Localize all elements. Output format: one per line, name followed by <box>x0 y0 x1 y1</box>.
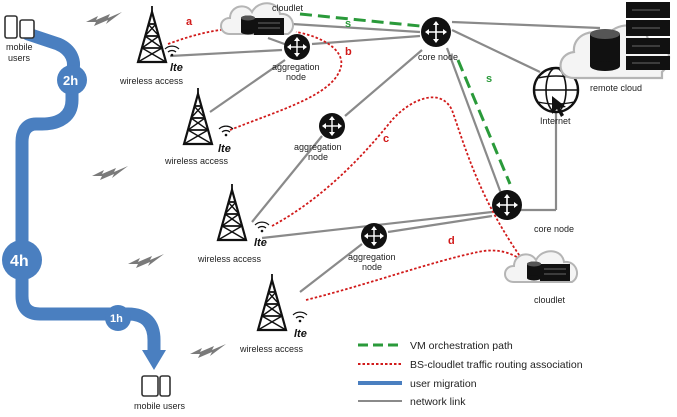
remote-cloud: remote cloud <box>559 2 671 93</box>
tablet-icon <box>19 19 35 39</box>
wireless-access-2: lte wireless access <box>164 86 234 166</box>
link-core1-core2 <box>445 47 504 197</box>
cell-tower-icon <box>256 272 288 332</box>
lte-badge: lte <box>294 328 307 340</box>
signal-icon <box>218 125 234 137</box>
tablet-icon <box>141 375 159 397</box>
lte-badge: lte <box>218 143 231 155</box>
migration-badge-1h <box>105 305 131 331</box>
link-agg3-core2 <box>387 214 493 234</box>
mobile-users-top-label-1: mobile <box>6 42 33 52</box>
migration-badge-4h <box>2 240 42 280</box>
lte-badge: lte <box>254 237 267 249</box>
orchestration-mark-mid: s <box>486 73 492 85</box>
cloudlet-label: cloudlet <box>272 3 304 13</box>
router-icon <box>420 16 452 48</box>
cell-tower-icon <box>182 86 214 146</box>
mobile-users-top: mobile users <box>4 15 35 63</box>
link-agg1-core1 <box>311 34 421 46</box>
remote-cloud-label: remote cloud <box>590 83 642 93</box>
cloudlet-label: cloudlet <box>534 295 566 305</box>
link-cloudlet-core <box>291 22 421 34</box>
link-agg2-core1 <box>344 49 423 117</box>
router-icon <box>318 112 346 140</box>
wireless-signal-icon <box>190 344 226 358</box>
wireless-signal-icon <box>86 12 122 26</box>
wireless-signal-icon <box>92 166 128 180</box>
core-node-label: core node <box>418 52 458 62</box>
orchestration-mark-top: s <box>345 18 351 30</box>
migration-time-1h: 1h <box>110 313 123 325</box>
route-label-c: c <box>383 133 389 145</box>
route-label-d: d <box>448 235 455 247</box>
legend-label-link: network link <box>410 396 466 408</box>
link-tower2-agg1 <box>209 59 286 113</box>
aggregation-node-2: aggregation node <box>294 112 346 162</box>
route-d <box>305 249 525 301</box>
route-b <box>229 31 343 131</box>
wireless-signal-icon <box>128 254 164 268</box>
legend-label-orchestration: VM orchestration path <box>410 340 513 352</box>
mobile-users-bottom-label: mobile users <box>134 401 186 411</box>
cursor-icon <box>552 96 566 117</box>
link-core1-remote <box>451 20 601 30</box>
migration-time-4h: 4h <box>10 253 29 270</box>
server-icon <box>240 15 285 36</box>
mobile-users-top-label-2: users <box>8 53 31 63</box>
link-tower1-agg1 <box>169 48 283 58</box>
wireless-access-label: wireless access <box>119 76 184 86</box>
wireless-access-3: lte wireless access <box>197 182 270 264</box>
legend: VM orchestration path BS-cloudlet traffi… <box>358 340 583 408</box>
aggregation-node-label-2: node <box>286 72 306 82</box>
route-c <box>271 96 525 263</box>
server-icon <box>526 261 571 282</box>
wireless-access-label: wireless access <box>239 344 304 354</box>
aggregation-node-1: aggregation node <box>272 33 320 82</box>
internet-label: Internet <box>540 116 571 126</box>
aggregation-node-label-1: aggregation <box>272 62 320 72</box>
database-icon <box>590 29 620 71</box>
legend-label-routing: BS-cloudlet traffic routing association <box>410 359 583 371</box>
migration-arrowhead <box>142 350 166 370</box>
router-icon <box>283 33 311 61</box>
router-icon <box>491 189 523 221</box>
aggregation-node-label-2: node <box>362 262 382 272</box>
phone-icon <box>4 15 18 39</box>
legend-label-migration: user migration <box>410 378 477 390</box>
core-node-label: core node <box>534 224 574 234</box>
link-tower3-agg2 <box>251 135 323 223</box>
router-icon <box>360 222 388 250</box>
wireless-access-label: wireless access <box>164 156 229 166</box>
mobile-users-bottom: mobile users <box>134 375 186 411</box>
aggregation-node-3: aggregation node <box>348 222 396 272</box>
route-label-a: a <box>186 16 193 28</box>
migration-time-2h: 2h <box>63 73 78 88</box>
core-node-1: core node <box>418 16 458 62</box>
core-node-2: core node <box>491 189 574 234</box>
wireless-access-label: wireless access <box>197 254 262 264</box>
cloudlet-bottom: cloudlet <box>504 250 579 305</box>
lte-badge: lte <box>170 62 183 74</box>
cloudlet-top: cloudlet <box>220 2 304 36</box>
aggregation-node-label-1: aggregation <box>294 142 342 152</box>
signal-icon <box>292 311 308 323</box>
cell-tower-icon <box>136 4 168 64</box>
aggregation-node-label-2: node <box>308 152 328 162</box>
aggregation-node-label-1: aggregation <box>348 252 396 262</box>
route-label-b: b <box>345 46 352 58</box>
migration-badge-2h <box>57 65 87 95</box>
internet: Internet <box>532 66 580 126</box>
link-tower4-agg3 <box>299 243 363 293</box>
wireless-access-1: lte wireless access <box>119 4 184 86</box>
server-rack-icon <box>626 2 670 70</box>
signal-icon <box>254 221 270 233</box>
cell-tower-icon <box>216 182 248 242</box>
wireless-access-4: lte wireless access <box>239 272 308 354</box>
vm-orchestration-path <box>299 12 512 185</box>
phone-icon <box>159 375 171 397</box>
link-core1-internet <box>451 29 541 73</box>
